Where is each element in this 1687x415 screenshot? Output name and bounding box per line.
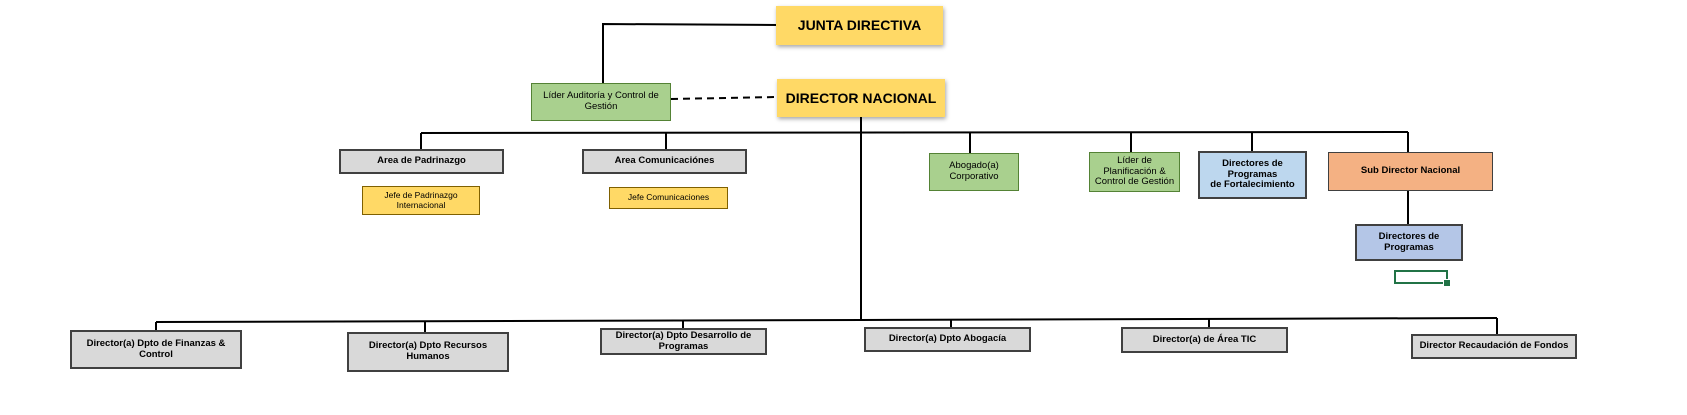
- node-abogado-corporativo: Abogado(a) Corporativo: [929, 153, 1019, 191]
- node-dir-recaudacion: Director Recaudación de Fondos: [1411, 334, 1577, 359]
- node-dir-rrhh: Director(a) Dpto Recursos Humanos: [347, 332, 509, 372]
- line-upper-bus: [420, 131, 1409, 134]
- node-jefe-comunicaciones: Jefe Comunicaciones: [609, 187, 728, 209]
- node-directores-fortalecimiento: Directores de Programas de Fortalecimien…: [1198, 151, 1307, 199]
- node-dir-tic: Director(a) de Área TIC: [1121, 327, 1288, 353]
- node-dir-finanzas: Director(a) Dpto de Finanzas & Control: [70, 330, 242, 369]
- node-lider-auditoria: Líder Auditoría y Control de Gestión: [531, 83, 671, 121]
- node-area-comunicaciones: Area Comunicaciónes: [582, 149, 747, 174]
- fill-handle[interactable]: [1443, 279, 1451, 287]
- node-sub-director-nacional: Sub Director Nacional: [1328, 152, 1493, 191]
- selected-cell[interactable]: [1394, 270, 1448, 284]
- node-area-padrinazgo: Area de Padrinazgo: [339, 149, 504, 174]
- node-jefe-padrinazgo: Jefe de Padrinazgo Internacional: [362, 186, 480, 215]
- line-junta-auditoria: [602, 22, 779, 83]
- node-director-nacional: DIRECTOR NACIONAL: [777, 79, 945, 117]
- node-directores-programas: Directores de Programas: [1355, 224, 1463, 261]
- node-dir-desarrollo: Director(a) Dpto Desarrollo de Programas: [600, 328, 767, 355]
- line-lower-bus: [155, 317, 1498, 323]
- node-dir-abogacia: Director(a) Dpto Abogacía: [864, 327, 1031, 352]
- node-lider-planificacion: Líder de Planificación & Control de Gest…: [1089, 152, 1180, 192]
- line-auditoria-director-dashed: [670, 96, 778, 100]
- node-junta-directiva: JUNTA DIRECTIVA: [776, 6, 943, 45]
